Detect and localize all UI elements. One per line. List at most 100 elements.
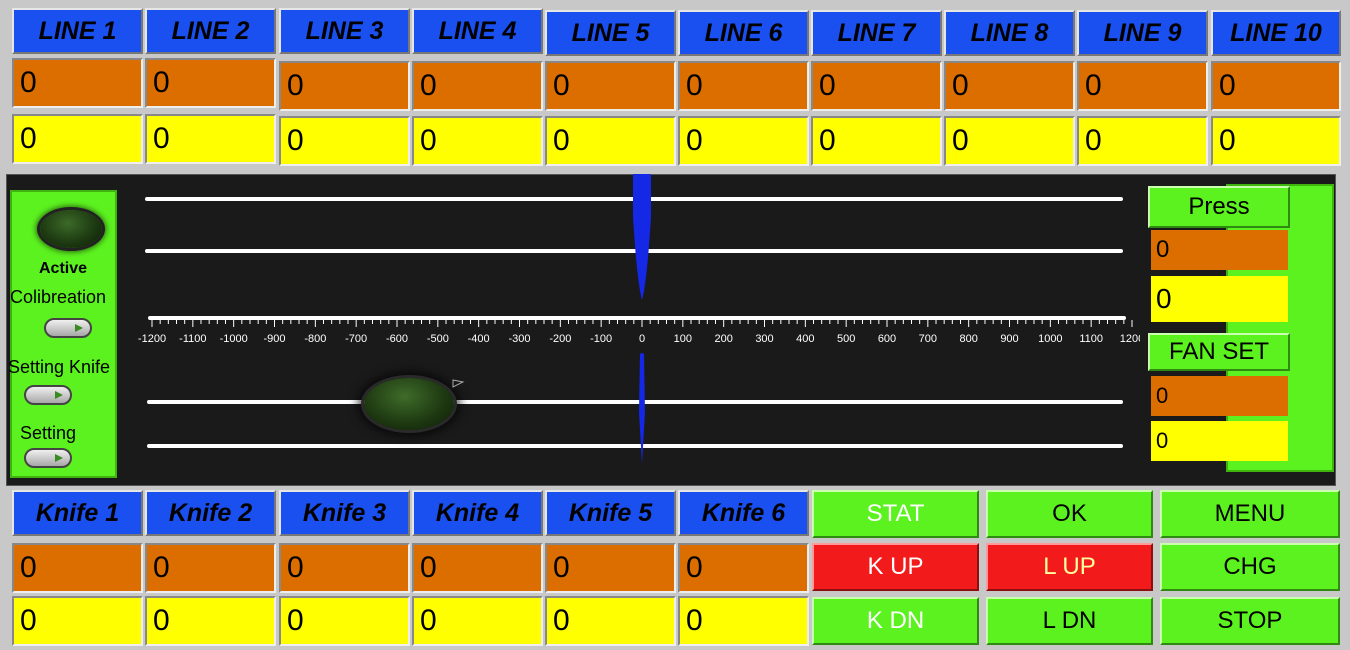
line-top-value-9: 0 — [1077, 61, 1208, 111]
scale-label: -900 — [263, 333, 285, 345]
setting-switch[interactable] — [24, 448, 72, 468]
scale-label: -600 — [386, 333, 408, 345]
scale-label: 800 — [959, 333, 977, 345]
line-header-9: LINE 9 — [1077, 10, 1208, 56]
line-header-5: LINE 5 — [545, 10, 676, 56]
scale-label: -300 — [508, 333, 530, 345]
setting-label: Setting — [20, 423, 77, 443]
scale-label: 200 — [714, 333, 732, 345]
scale-label: 1200 — [1120, 333, 1140, 345]
menu-button[interactable]: MENU — [1160, 490, 1340, 538]
lower-rail-1 — [147, 400, 1123, 404]
line-header-2: LINE 2 — [145, 8, 276, 54]
knife-bottom-value-5[interactable]: 0 — [545, 596, 676, 646]
line-top-value-10: 0 — [1211, 61, 1341, 111]
active-label: Active — [39, 260, 88, 277]
knife-top-value-5: 0 — [545, 543, 676, 593]
line-bottom-value-7[interactable]: 0 — [811, 116, 942, 166]
fan-top-value: 0 — [1151, 376, 1288, 416]
knife-top-value-1: 0 — [12, 543, 143, 593]
scale-label: -500 — [427, 333, 449, 345]
knife-header-3: Knife 3 — [279, 490, 410, 536]
scale-label: 100 — [674, 333, 692, 345]
knife-bottom-value-6[interactable]: 0 — [678, 596, 809, 646]
knife-bottom-value-4[interactable]: 0 — [412, 596, 543, 646]
ok-button[interactable]: OK — [986, 490, 1153, 538]
line-header-4: LINE 4 — [412, 8, 543, 54]
line-bottom-value-9[interactable]: 0 — [1077, 116, 1208, 166]
line-top-value-6: 0 — [678, 61, 809, 111]
slider-panel — [6, 174, 1336, 486]
scale-label: -800 — [304, 333, 326, 345]
press-button[interactable]: Press — [1148, 186, 1290, 228]
line-bottom-value-10[interactable]: 0 — [1211, 116, 1341, 166]
calibration-label: Colibreation — [10, 287, 107, 307]
upper-rail-2 — [145, 249, 1123, 253]
scale-label: -1200 — [138, 333, 166, 345]
line-top-value-8: 0 — [944, 61, 1075, 111]
scale-label: -700 — [345, 333, 367, 345]
knife-header-5: Knife 5 — [545, 490, 676, 536]
line-bottom-value-8[interactable]: 0 — [944, 116, 1075, 166]
press-bottom-value[interactable]: 0 — [1151, 276, 1288, 322]
stat-button[interactable]: STAT — [812, 490, 979, 538]
line-bottom-value-2[interactable]: 0 — [145, 114, 276, 164]
knife-top-value-6: 0 — [678, 543, 809, 593]
scale-label: 900 — [1000, 333, 1018, 345]
line-bottom-value-5[interactable]: 0 — [545, 116, 676, 166]
scale-label: 300 — [755, 333, 773, 345]
scale-label: -1100 — [179, 333, 206, 345]
line-top-value-7: 0 — [811, 61, 942, 111]
l-dn-button[interactable]: L DN — [986, 597, 1153, 645]
knife-top-value-3: 0 — [279, 543, 410, 593]
line-header-8: LINE 8 — [944, 10, 1075, 56]
line-bottom-value-4[interactable]: 0 — [412, 116, 543, 166]
line-header-6: LINE 6 — [678, 10, 809, 56]
scale-label: -1000 — [220, 333, 248, 345]
k-up-button[interactable]: K UP — [812, 543, 979, 591]
knife-header-2: Knife 2 — [145, 490, 276, 536]
setting-knife-label: Setting Knife — [8, 357, 111, 377]
line-top-value-4: 0 — [412, 61, 543, 111]
mode-panel: Active Colibreation Setting Knife Settin… — [8, 190, 117, 478]
fan-bottom-value[interactable]: 0 — [1151, 421, 1288, 461]
knife-knob[interactable] — [364, 378, 455, 430]
scale-label: 1000 — [1038, 333, 1062, 345]
k-dn-button[interactable]: K DN — [812, 597, 979, 645]
line-top-value-1: 0 — [12, 58, 143, 108]
line-bottom-value-6[interactable]: 0 — [678, 116, 809, 166]
scale-label: -200 — [549, 333, 571, 345]
line-top-value-2: 0 — [145, 58, 276, 108]
fan-set-button[interactable]: FAN SET — [1148, 333, 1290, 371]
line-top-value-5: 0 — [545, 61, 676, 111]
lower-rail-2 — [147, 444, 1123, 448]
scale-rail — [148, 316, 1126, 320]
l-up-button[interactable]: L UP — [986, 543, 1153, 591]
line-bottom-value-3[interactable]: 0 — [279, 116, 410, 166]
line-header-1: LINE 1 — [12, 8, 143, 54]
scale-label: 0 — [639, 333, 645, 345]
line-header-3: LINE 3 — [279, 8, 410, 54]
upper-pointer-icon[interactable] — [629, 172, 655, 302]
active-led — [40, 210, 102, 248]
chg-button[interactable]: CHG — [1160, 543, 1340, 591]
knife-bottom-value-1[interactable]: 0 — [12, 596, 143, 646]
knife-top-value-2: 0 — [145, 543, 276, 593]
knob-marker-icon — [452, 379, 465, 388]
stop-button[interactable]: STOP — [1160, 597, 1340, 645]
setting-knife-switch[interactable] — [24, 385, 72, 405]
knife-bottom-value-3[interactable]: 0 — [279, 596, 410, 646]
scale-label: 400 — [796, 333, 814, 345]
knife-top-value-4: 0 — [412, 543, 543, 593]
line-header-10: LINE 10 — [1211, 10, 1341, 56]
calibration-switch[interactable] — [44, 318, 92, 338]
scale-label: 1100 — [1079, 333, 1103, 345]
knife-header-6: Knife 6 — [678, 490, 809, 536]
line-bottom-value-1[interactable]: 0 — [12, 114, 143, 164]
knife-bottom-value-2[interactable]: 0 — [145, 596, 276, 646]
lower-pointer-icon[interactable] — [635, 352, 649, 466]
knife-header-1: Knife 1 — [12, 490, 143, 536]
scale-label: 500 — [837, 333, 855, 345]
press-top-value: 0 — [1151, 230, 1288, 270]
knife-header-4: Knife 4 — [412, 490, 543, 536]
